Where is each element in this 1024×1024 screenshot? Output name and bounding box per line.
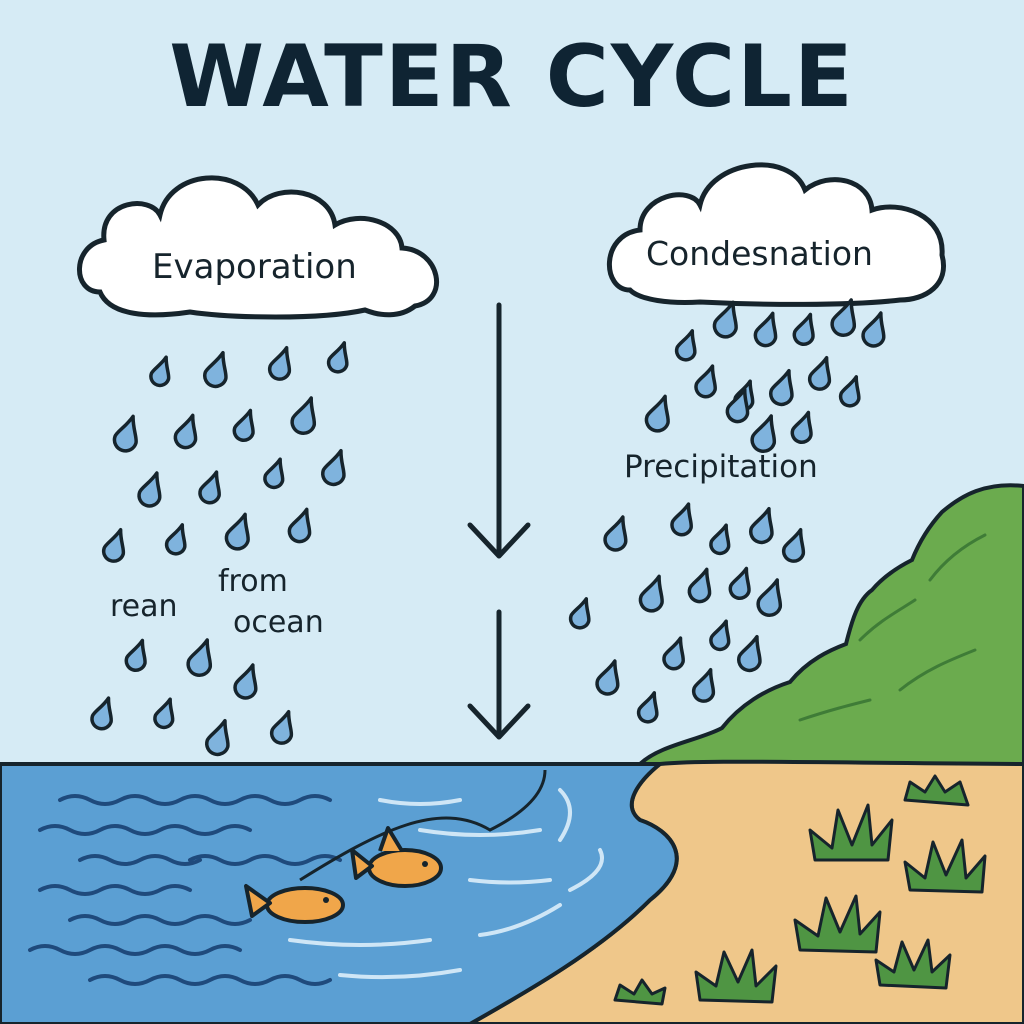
raindrop-icon [205, 718, 230, 757]
rean-label: rean [110, 589, 178, 624]
fish-icon [244, 884, 345, 924]
bush-icon [903, 838, 987, 894]
raindrop-icon [709, 523, 731, 556]
raindrop-icon [186, 638, 213, 678]
fish-icon [350, 826, 443, 888]
precipitation-label: Precipitation [624, 449, 818, 485]
raindrop-icon [321, 448, 346, 487]
raindrop-icon [638, 574, 664, 613]
raindrop-icon [725, 387, 750, 424]
ocean-label: ocean [233, 605, 324, 640]
raindrop-icon [326, 341, 349, 374]
raindrop-icon [750, 414, 777, 454]
raindrop-icon [662, 636, 686, 671]
raindrop-icon [233, 663, 258, 700]
raindrop-icon [112, 414, 138, 453]
raindrop-icon [781, 527, 806, 563]
raindrop-icon [124, 638, 147, 673]
raindrops [90, 298, 886, 757]
raindrop-icon [674, 329, 697, 362]
raindrop-icon [769, 368, 794, 407]
bush-icon [793, 894, 882, 954]
raindrop-icon [269, 709, 294, 745]
raindrop-icon [749, 506, 774, 545]
raindrop-icon [267, 345, 292, 381]
raindrop-icon [838, 375, 861, 408]
raindrop-icon [568, 597, 591, 630]
bush-icon [903, 774, 970, 807]
raindrop-icon [164, 523, 187, 556]
raindrop-icon [712, 300, 738, 339]
raindrop-icon [224, 512, 250, 551]
bush-icon [613, 978, 667, 1006]
bush-icon [694, 948, 778, 1004]
raindrop-icon [203, 350, 228, 389]
raindrop-icon [790, 410, 813, 445]
raindrop-icon [691, 667, 716, 703]
green-hill [638, 483, 1024, 782]
raindrop-icon [709, 619, 731, 652]
condensation-label: Condesnation [646, 234, 873, 273]
from-label: from [218, 564, 288, 599]
raindrop-icon [603, 515, 628, 552]
raindrop-icon [198, 470, 222, 505]
raindrop-icon [263, 457, 285, 490]
ocean-waves [28, 794, 342, 986]
diagram-title: WATER CYCLE [169, 27, 855, 127]
raindrop-icon [753, 311, 778, 348]
raindrop-icon [173, 413, 198, 450]
ocean-highlights [288, 788, 604, 980]
fishing-line [299, 769, 547, 882]
raindrop-icon [670, 502, 694, 537]
raindrop-icon [101, 527, 126, 563]
raindrop-icon [728, 566, 751, 601]
raindrop-icon [232, 408, 255, 443]
bush-icon [874, 938, 952, 990]
evaporation-cloud-icon [77, 175, 440, 320]
raindrop-icon [595, 659, 620, 696]
raindrop-icon [687, 567, 712, 604]
raindrop-icon [287, 507, 312, 544]
raindrop-icon [149, 355, 171, 388]
raindrop-icon [90, 696, 114, 731]
raindrop-icon [644, 394, 670, 433]
evaporation-label: Evaporation [152, 247, 357, 287]
raindrop-icon [153, 697, 175, 730]
raindrop-icon [737, 634, 762, 673]
raindrop-icon [137, 471, 162, 508]
raindrop-icon [830, 298, 857, 338]
raindrop-icon [694, 364, 718, 399]
ocean [0, 762, 679, 1024]
raindrop-icon [756, 578, 783, 618]
raindrop-icon [807, 355, 832, 391]
down-arrow-icon [467, 609, 531, 740]
down-arrow-icon [467, 302, 531, 559]
condensation-cloud-icon [607, 162, 946, 307]
raindrop-icon [636, 691, 659, 724]
bush-icon [808, 803, 894, 862]
raindrop-icon [861, 311, 886, 348]
raindrop-icon [792, 312, 815, 347]
raindrop-icon [290, 396, 317, 436]
hill-shading [798, 533, 987, 722]
